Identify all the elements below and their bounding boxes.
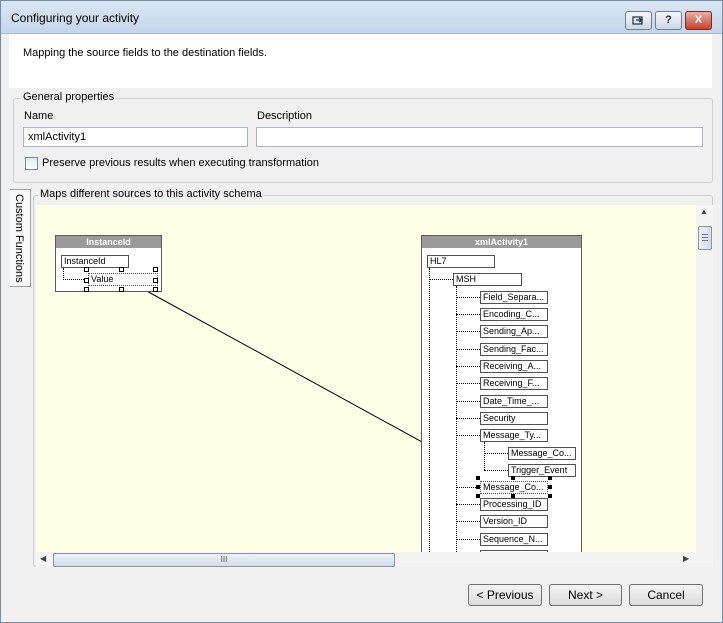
previous-button[interactable]: < Previous [468, 584, 542, 606]
scroll-right-arrow-icon[interactable]: ▶ [683, 554, 690, 563]
selection-handle[interactable] [548, 485, 552, 489]
general-properties-legend: General properties [21, 91, 117, 103]
mapper-legend: Maps different sources to this activity … [38, 188, 264, 200]
target-field-row[interactable]: Sending_Fac... [480, 343, 548, 356]
message-type-tree-line [484, 442, 485, 470]
field-connector [456, 435, 480, 436]
selection-handle[interactable] [153, 287, 158, 292]
field-connector [484, 453, 508, 454]
selection-handle[interactable] [84, 278, 89, 283]
field-connector [456, 487, 480, 488]
target-field-row[interactable]: Receiving_F... [480, 377, 548, 390]
target-field-row[interactable]: Encoding_C... [480, 308, 548, 321]
scroll-up-arrow-icon[interactable]: ▲ [700, 207, 708, 216]
horizontal-scroll-thumb[interactable]: III [53, 553, 395, 567]
selection-handle[interactable] [119, 267, 124, 272]
restore-glyph [632, 16, 644, 25]
source-root-field[interactable]: InstanceId [61, 255, 129, 268]
grip-lines-icon [702, 234, 708, 235]
target-field-row[interactable]: Trigger_Event [508, 464, 576, 477]
field-connector [456, 314, 480, 315]
scroll-left-arrow-icon[interactable]: ◀ [40, 554, 47, 563]
selection-handle[interactable] [119, 287, 124, 292]
target-field-row[interactable]: Message_Co... [508, 447, 576, 460]
field-connector [456, 539, 480, 540]
cancel-button[interactable]: Cancel [629, 584, 703, 606]
msh-tree-line [456, 286, 457, 552]
target-field-row[interactable]: Sending_Ap... [480, 325, 548, 338]
help-button[interactable]: ? [655, 11, 682, 30]
target-field-row[interactable]: Processing_ID [480, 498, 548, 511]
target-field-row[interactable]: Receiving_A... [480, 360, 548, 373]
header-description: Mapping the source fields to the destina… [23, 47, 267, 59]
field-connector [456, 418, 480, 419]
window-title: Configuring your activity [11, 11, 140, 25]
field-connector [484, 470, 508, 471]
description-input[interactable] [256, 127, 703, 147]
field-connector [456, 331, 480, 332]
close-button[interactable]: X [685, 11, 712, 30]
field-connector [456, 366, 480, 367]
target-tree-line [429, 279, 453, 280]
preserve-results-checkbox[interactable] [25, 157, 38, 170]
next-button[interactable]: Next > [549, 584, 622, 606]
source-schema-title: InstanceId [56, 236, 161, 248]
name-label: Name [24, 110, 54, 122]
target-schema-title: xmlActivity1 [422, 236, 581, 248]
target-schema-node[interactable]: xmlActivity1 HL7 MSH Field_Separa... Enc… [421, 235, 582, 552]
field-connector [456, 383, 480, 384]
vertical-scrollbar[interactable]: ▲ [696, 205, 713, 567]
selection-handle[interactable] [511, 494, 515, 498]
source-value-field[interactable]: Value [88, 273, 158, 286]
target-field-row[interactable]: Security [480, 412, 548, 425]
target-field-row[interactable]: Sequence_N... [480, 533, 548, 546]
selection-handle[interactable] [476, 485, 480, 489]
target-tree-line [429, 268, 430, 552]
wizard-header: Mapping the source fields to the destina… [9, 34, 712, 88]
custom-functions-label: Custom Functions [13, 194, 25, 283]
custom-functions-tab[interactable]: Custom Functions [10, 189, 31, 287]
source-schema-node[interactable]: InstanceId InstanceId Value [55, 235, 162, 292]
selection-handle[interactable] [511, 476, 515, 480]
name-input[interactable]: xmlActivity1 [23, 127, 248, 147]
field-connector [456, 401, 480, 402]
horizontal-scrollbar[interactable]: ◀ III ▶ [36, 552, 696, 567]
restore-icon[interactable] [625, 11, 652, 30]
preserve-results-label: Preserve previous results when executing… [42, 157, 319, 169]
field-connector [456, 349, 480, 350]
source-tree-line [63, 279, 88, 280]
selection-handle[interactable] [153, 267, 158, 272]
target-field-row[interactable]: Message_Co... [480, 481, 548, 494]
target-root-field[interactable]: HL7 [427, 255, 495, 268]
selection-handle[interactable] [548, 476, 552, 480]
target-field-row[interactable]: Message_Ty... [480, 429, 548, 442]
selection-handle[interactable] [84, 267, 89, 272]
msh-segment-field[interactable]: MSH [453, 273, 522, 286]
selection-handle[interactable] [153, 278, 158, 283]
target-field-row[interactable]: Version_ID [480, 515, 548, 528]
selection-handle[interactable] [84, 287, 89, 292]
target-field-row-partial[interactable] [480, 550, 548, 552]
mapping-canvas[interactable]: InstanceId InstanceId Value xmlActivity1… [36, 205, 696, 552]
selection-handle[interactable] [476, 494, 480, 498]
target-field-row[interactable]: Date_Time_... [480, 395, 548, 408]
source-tree-line [63, 268, 64, 280]
vertical-scroll-thumb[interactable] [698, 226, 712, 250]
field-connector [456, 297, 480, 298]
title-bar: Configuring your activity ? X [1, 1, 722, 34]
description-label: Description [257, 110, 313, 122]
selection-handle[interactable] [548, 494, 552, 498]
target-field-row[interactable]: Field_Separa... [480, 291, 548, 304]
field-connector [456, 504, 480, 505]
general-properties-group [13, 98, 713, 183]
selection-handle[interactable] [476, 476, 480, 480]
field-connector [456, 521, 480, 522]
